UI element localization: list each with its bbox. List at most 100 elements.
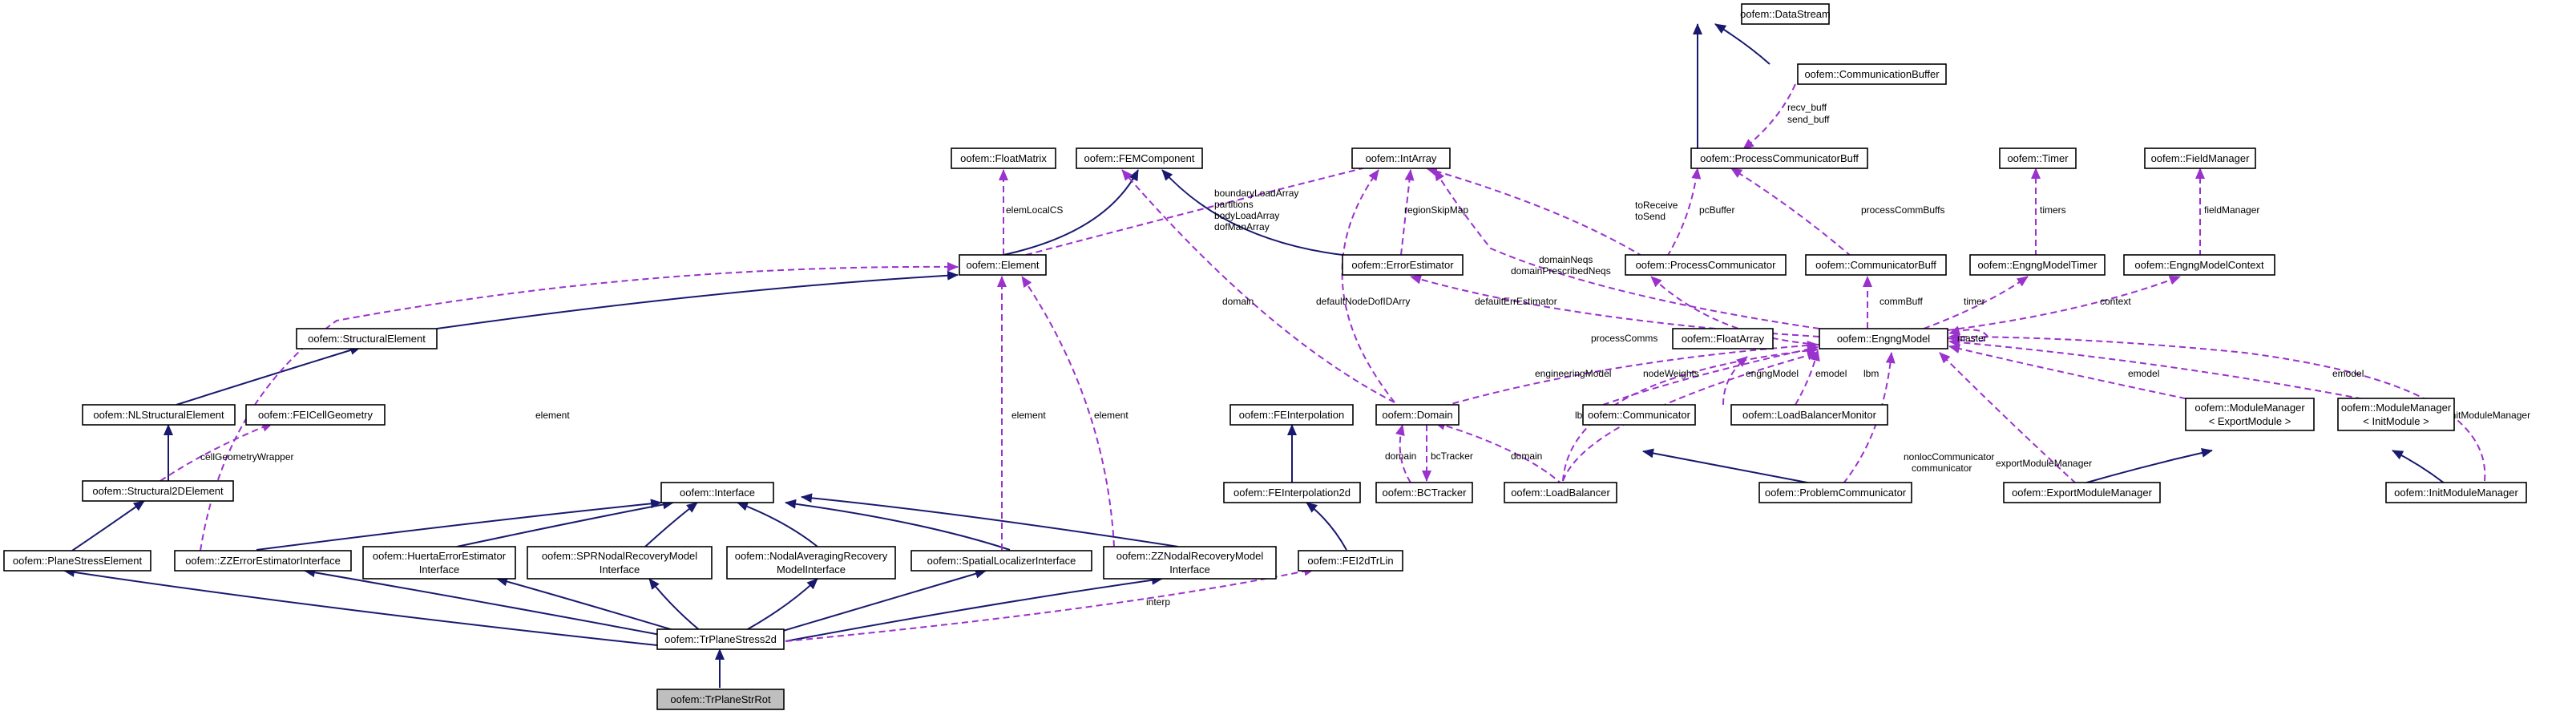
node-spatiallocalizerinterface-label: oofem::SpatialLocalizerInterface xyxy=(927,555,1076,567)
node-fei2dtrlin[interactable]: oofem::FEI2dTrLin xyxy=(1298,550,1403,572)
edge-zznodal-interface xyxy=(801,493,1179,547)
node-planestresselement[interactable]: oofem::PlaneStressElement xyxy=(3,550,151,572)
label-bctracker: bcTracker xyxy=(1431,450,1473,462)
node-processcommunicatorbuff[interactable]: oofem::ProcessCommunicatorBuff xyxy=(1690,147,1868,169)
node-communicationbuffer[interactable]: oofem::CommunicationBuffer xyxy=(1797,63,1947,85)
node-modulemanager-init-label-2: < InitModule > xyxy=(2363,415,2429,427)
node-engngmodeltimer[interactable]: oofem::EngngModelTimer xyxy=(1969,254,2106,276)
edge-intarray-processcomm xyxy=(1426,166,1644,257)
node-processcommunicatorbuff-label: oofem::ProcessCommunicatorBuff xyxy=(1700,152,1859,164)
node-loadbalancermonitor[interactable]: oofem::LoadBalancerMonitor xyxy=(1730,404,1888,426)
label-processcomms: processComms xyxy=(1591,333,1657,344)
node-femcomponent[interactable]: oofem::FEMComponent xyxy=(1076,147,1203,169)
node-communicatorbuff-label: oofem::CommunicatorBuff xyxy=(1815,259,1936,271)
label-master: master xyxy=(1957,333,1987,344)
node-floatmatrix-label: oofem::FloatMatrix xyxy=(960,152,1047,164)
edge-huerta-interface xyxy=(456,499,674,547)
edge-engngmodel-master xyxy=(1947,325,1989,342)
label-send-buff: send_buff xyxy=(1787,114,1830,125)
edge-initmm-mminit xyxy=(2392,450,2445,484)
node-errorestimator[interactable]: oofem::ErrorEstimator xyxy=(1342,254,1464,276)
label-interp: interp xyxy=(1146,596,1170,608)
node-feicellgeometry[interactable]: oofem::FEICellGeometry xyxy=(245,404,386,426)
node-huertaerrorestimator-label-2: Interface xyxy=(419,564,460,576)
edge-trplanestress-planestress xyxy=(63,567,658,646)
label-element-a: element xyxy=(535,410,570,421)
node-structural2delement[interactable]: oofem::Structural2DElement xyxy=(82,480,234,502)
node-feinterpolation2d[interactable]: oofem::FEInterpolation2d xyxy=(1223,482,1361,503)
edge-engngmodel-communicator xyxy=(1602,344,1819,406)
label-domainneqs: domainNeqs xyxy=(1539,254,1593,265)
node-initmodulemanager-label: oofem::InitModuleManager xyxy=(2394,487,2518,499)
node-trplanestress2d[interactable]: oofem::TrPlaneStress2d xyxy=(656,628,785,650)
inheritance-edges xyxy=(63,23,2445,688)
node-errorestimator-label: oofem::ErrorEstimator xyxy=(1351,259,1454,271)
node-nlstructuralelement[interactable]: oofem::NLStructuralElement xyxy=(82,404,236,426)
node-timer[interactable]: oofem::Timer xyxy=(1999,147,2077,169)
node-floatmatrix[interactable]: oofem::FloatMatrix xyxy=(951,147,1056,169)
node-feinterpolation[interactable]: oofem::FEInterpolation xyxy=(1229,404,1354,426)
edge-engngmodel-exportmm xyxy=(1939,352,2077,484)
node-exportmodulemanager[interactable]: oofem::ExportModuleManager xyxy=(2003,482,2161,503)
node-zzerrorestimatorinterface[interactable]: oofem::ZZErrorEstimatorInterface xyxy=(174,550,352,572)
node-element[interactable]: oofem::Element xyxy=(959,254,1047,276)
node-floatarray[interactable]: oofem::FloatArray xyxy=(1672,328,1774,349)
node-fieldmanager[interactable]: oofem::FieldManager xyxy=(2144,147,2256,169)
node-structuralelement-label: oofem::StructuralElement xyxy=(308,333,426,345)
node-engngmodelcontext[interactable]: oofem::EngngModelContext xyxy=(2123,254,2275,276)
label-partitions: partitions xyxy=(1214,199,1254,210)
edge-engngmodeltimer-engngmodel xyxy=(1923,276,2029,329)
edge-feicellgeom-structural2d xyxy=(159,422,273,482)
node-domain[interactable]: oofem::Domain xyxy=(1375,404,1460,426)
edge-commbuffer-pcbuff xyxy=(1742,83,1796,150)
node-engngmodel-label: oofem::EngngModel xyxy=(1837,333,1930,345)
label-domain-b: domain xyxy=(1385,450,1416,462)
node-intarray[interactable]: oofem::IntArray xyxy=(1351,147,1451,169)
node-problemcommunicator-label: oofem::ProblemCommunicator xyxy=(1765,487,1907,499)
node-engngmodel[interactable]: oofem::EngngModel xyxy=(1819,328,1948,349)
node-spatiallocalizerinterface[interactable]: oofem::SpatialLocalizerInterface xyxy=(910,550,1092,572)
node-modulemanager-export[interactable]: oofem::ModuleManager< ExportModule > xyxy=(2185,398,2315,431)
node-structuralelement[interactable]: oofem::StructuralElement xyxy=(296,328,438,349)
node-exportmodulemanager-label: oofem::ExportModuleManager xyxy=(2012,487,2153,499)
node-nodalaveragingrecovery[interactable]: oofem::NodalAveragingRecoveryModelInterf… xyxy=(726,546,896,580)
node-bctracker-label: oofem::BCTracker xyxy=(1383,487,1468,499)
label-regionskipmap: regionSkipMap xyxy=(1404,204,1468,216)
node-feicellgeometry-label: oofem::FEICellGeometry xyxy=(258,409,373,421)
node-huertaerrorestimator-label-1: oofem::HuertaErrorEstimator xyxy=(373,550,507,562)
node-floatarray-label: oofem::FloatArray xyxy=(1682,333,1765,345)
node-communicatorbuff[interactable]: oofem::CommunicatorBuff xyxy=(1805,254,1947,276)
label-emodel-c: emodel xyxy=(2332,368,2364,379)
node-feinterpolation2d-label: oofem::FEInterpolation2d xyxy=(1233,487,1351,499)
node-modulemanager-init[interactable]: oofem::ModuleManager< InitModule > xyxy=(2337,398,2455,431)
edge-element-zzerror xyxy=(200,261,959,551)
node-loadbalancer-label: oofem::LoadBalancer xyxy=(1511,487,1610,499)
label-nodeweights: nodeWeights xyxy=(1643,368,1699,379)
label-toreceive: toReceive xyxy=(1635,200,1678,211)
node-communicator[interactable]: oofem::Communicator xyxy=(1582,404,1696,426)
node-interface[interactable]: oofem::Interface xyxy=(660,482,774,503)
node-trplanestrrot[interactable]: oofem::TrPlaneStrRot xyxy=(656,689,785,710)
edge-errorestimator-femcomponent xyxy=(1161,169,1343,256)
label-engngmodel: engngModel xyxy=(1746,368,1799,379)
edge-structuralelement-element xyxy=(436,270,959,329)
edge-domain-engngmodel xyxy=(1442,340,1819,407)
node-feinterpolation-label: oofem::FEInterpolation xyxy=(1239,409,1345,421)
label-domain-c: domain xyxy=(1511,450,1542,462)
label-bodyloadarray: bodyLoadArray xyxy=(1214,210,1279,221)
node-sprnodalrecovery-label-1: oofem::SPRNodalRecoveryModel xyxy=(542,550,697,562)
node-domain-label: oofem::Domain xyxy=(1382,409,1452,421)
edge-commbuffer-datastream xyxy=(1714,23,1770,65)
node-processcommunicator-label: oofem::ProcessCommunicator xyxy=(1636,259,1777,271)
node-processcommunicator[interactable]: oofem::ProcessCommunicator xyxy=(1625,254,1787,276)
node-problemcommunicator[interactable]: oofem::ProblemCommunicator xyxy=(1758,482,1912,503)
node-bctracker[interactable]: oofem::BCTracker xyxy=(1375,482,1473,503)
node-modulemanager-export-label-1: oofem::ModuleManager xyxy=(2194,402,2305,414)
edge-problemcomm-communicator xyxy=(1642,448,1812,484)
node-initmodulemanager[interactable]: oofem::InitModuleManager xyxy=(2385,482,2527,503)
node-datastream[interactable]: oofem::DataStream xyxy=(1740,3,1831,25)
node-loadbalancer[interactable]: oofem::LoadBalancer xyxy=(1504,482,1617,503)
